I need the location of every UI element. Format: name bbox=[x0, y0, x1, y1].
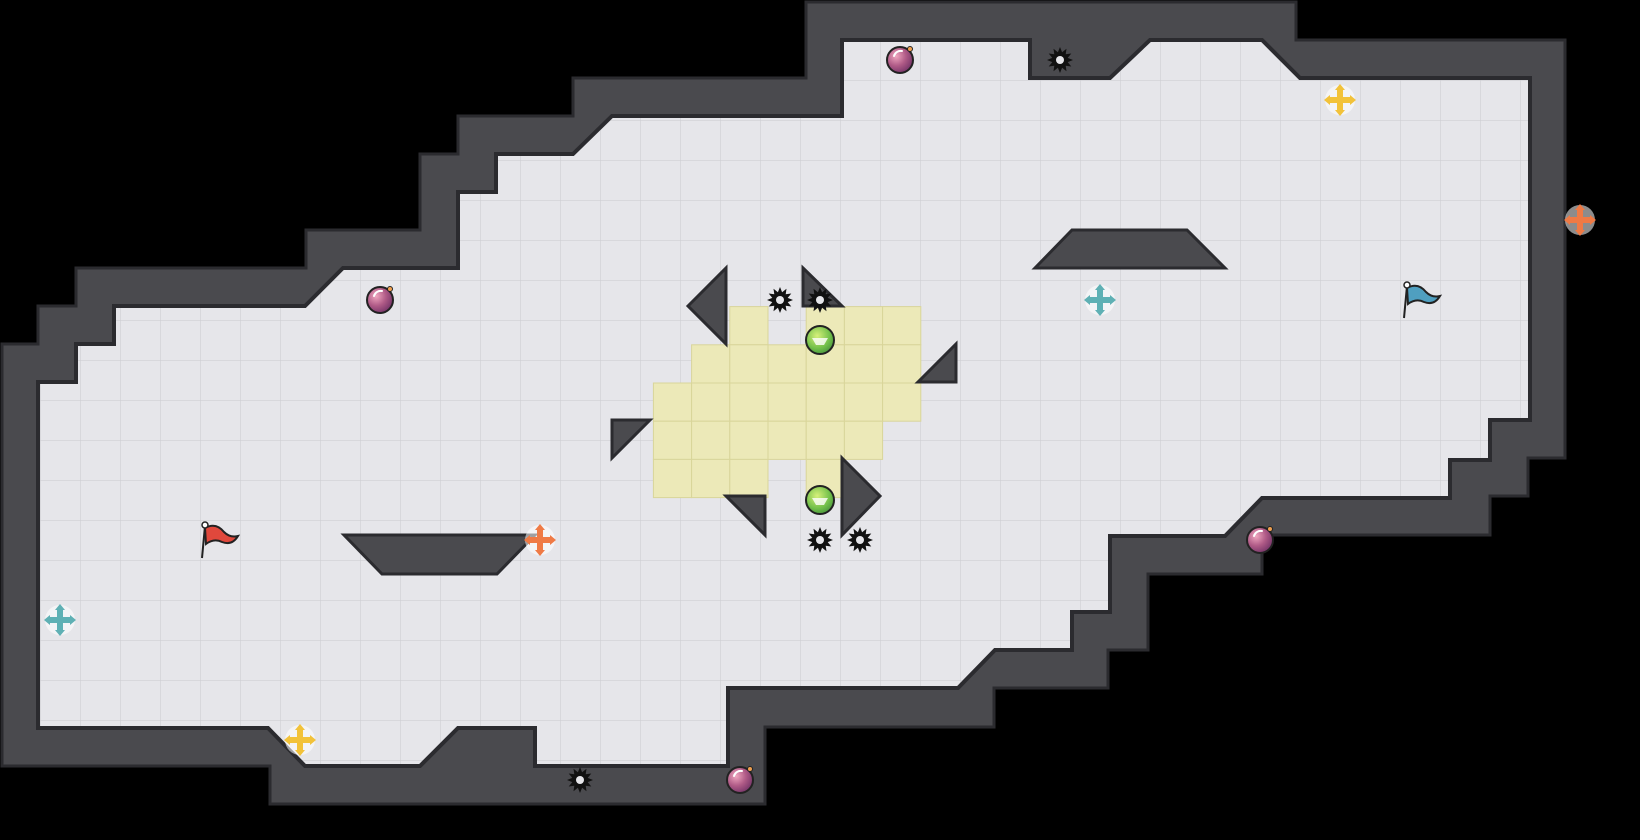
wedge-bottom-left bbox=[722, 494, 767, 539]
zone-tile bbox=[882, 382, 922, 422]
zone-tile bbox=[729, 458, 769, 499]
spike-hole bbox=[856, 536, 864, 544]
boost-icon[interactable] bbox=[805, 325, 835, 355]
zone-tile bbox=[882, 306, 922, 346]
orb-fuse bbox=[387, 286, 393, 292]
zone-tile bbox=[843, 306, 884, 346]
spike-icon[interactable] bbox=[807, 287, 833, 313]
zone-tile bbox=[729, 344, 769, 384]
trapezoid-wall-top bbox=[1031, 228, 1229, 270]
powerup-cross bbox=[290, 730, 310, 750]
boost-icon[interactable] bbox=[805, 485, 835, 515]
zone-tile bbox=[882, 344, 922, 384]
spike-icon[interactable] bbox=[807, 527, 833, 553]
wedge-right-bottom bbox=[840, 454, 883, 539]
flag-top bbox=[201, 521, 209, 529]
orb-icon[interactable] bbox=[886, 46, 914, 74]
zone-tile bbox=[652, 382, 693, 422]
zone-tile bbox=[729, 382, 769, 422]
blue-flag-icon[interactable] bbox=[1403, 281, 1443, 319]
orb-icon[interactable] bbox=[1246, 526, 1274, 554]
powerup-cross bbox=[50, 610, 70, 630]
spike-icon[interactable] bbox=[767, 287, 793, 313]
flag-cloth bbox=[203, 524, 241, 546]
zone-tile bbox=[652, 458, 693, 499]
center-zone bbox=[652, 306, 922, 499]
powerup-cross bbox=[1330, 90, 1350, 110]
orb-icon[interactable] bbox=[726, 766, 754, 794]
orb-body bbox=[886, 46, 914, 74]
powerup-cross bbox=[1570, 210, 1590, 230]
spike-hole bbox=[1056, 56, 1064, 64]
bomb-powerup-icon[interactable] bbox=[524, 524, 556, 556]
spike-icon[interactable] bbox=[567, 767, 593, 793]
zone-tile bbox=[767, 382, 807, 422]
red-flag-icon[interactable] bbox=[201, 521, 241, 559]
zone-tile bbox=[767, 344, 807, 384]
zone-tile bbox=[729, 306, 769, 346]
wedge-mid-right bbox=[914, 340, 958, 384]
spike-hole bbox=[576, 776, 584, 784]
zone-tile bbox=[767, 420, 807, 460]
zone-tile bbox=[805, 420, 845, 460]
zone-tile bbox=[652, 420, 693, 460]
orb-fuse bbox=[1267, 526, 1273, 532]
teleport-powerup-icon[interactable] bbox=[1084, 284, 1116, 316]
entity-layer bbox=[44, 46, 1596, 794]
orb-body bbox=[726, 766, 754, 794]
orb-body bbox=[366, 286, 394, 314]
orb-shine bbox=[893, 49, 903, 57]
wedge-left-center bbox=[685, 264, 728, 348]
orb-shine bbox=[733, 769, 743, 777]
flag-cloth bbox=[1405, 284, 1443, 306]
powerup-cross bbox=[1090, 290, 1110, 310]
boost-stripe bbox=[812, 338, 828, 345]
orb-shine bbox=[373, 289, 383, 297]
zone-tile bbox=[691, 458, 731, 499]
powerup-cross bbox=[530, 530, 550, 550]
spike-icon[interactable] bbox=[1047, 47, 1073, 73]
speed-powerup-icon[interactable] bbox=[284, 724, 316, 756]
zone-tile bbox=[843, 344, 884, 384]
speed-powerup-icon[interactable] bbox=[1324, 84, 1356, 116]
obstacle-layer bbox=[340, 228, 1229, 576]
zone-tile bbox=[843, 382, 884, 422]
spike-icon[interactable] bbox=[847, 527, 873, 553]
wedge-mid-left bbox=[610, 418, 654, 462]
bomb-powerup-icon[interactable] bbox=[1564, 204, 1596, 236]
zone-tile bbox=[729, 420, 769, 460]
trapezoid-wall-bottom bbox=[340, 533, 539, 576]
orb-body bbox=[1246, 526, 1274, 554]
spike-hole bbox=[776, 296, 784, 304]
orb-fuse bbox=[907, 46, 913, 52]
orb-fuse bbox=[747, 766, 753, 772]
flag-top bbox=[1403, 281, 1411, 289]
zone-tile bbox=[691, 382, 731, 422]
teleport-powerup-icon[interactable] bbox=[44, 604, 76, 636]
zone-tile bbox=[691, 420, 731, 460]
orb-shine bbox=[1253, 529, 1263, 537]
orb-icon[interactable] bbox=[366, 286, 394, 314]
zone-tile bbox=[691, 344, 731, 384]
zone-tile bbox=[805, 382, 845, 422]
spike-hole bbox=[816, 296, 824, 304]
boost-stripe bbox=[812, 498, 828, 505]
zone-tile bbox=[843, 420, 884, 460]
spike-hole bbox=[816, 536, 824, 544]
